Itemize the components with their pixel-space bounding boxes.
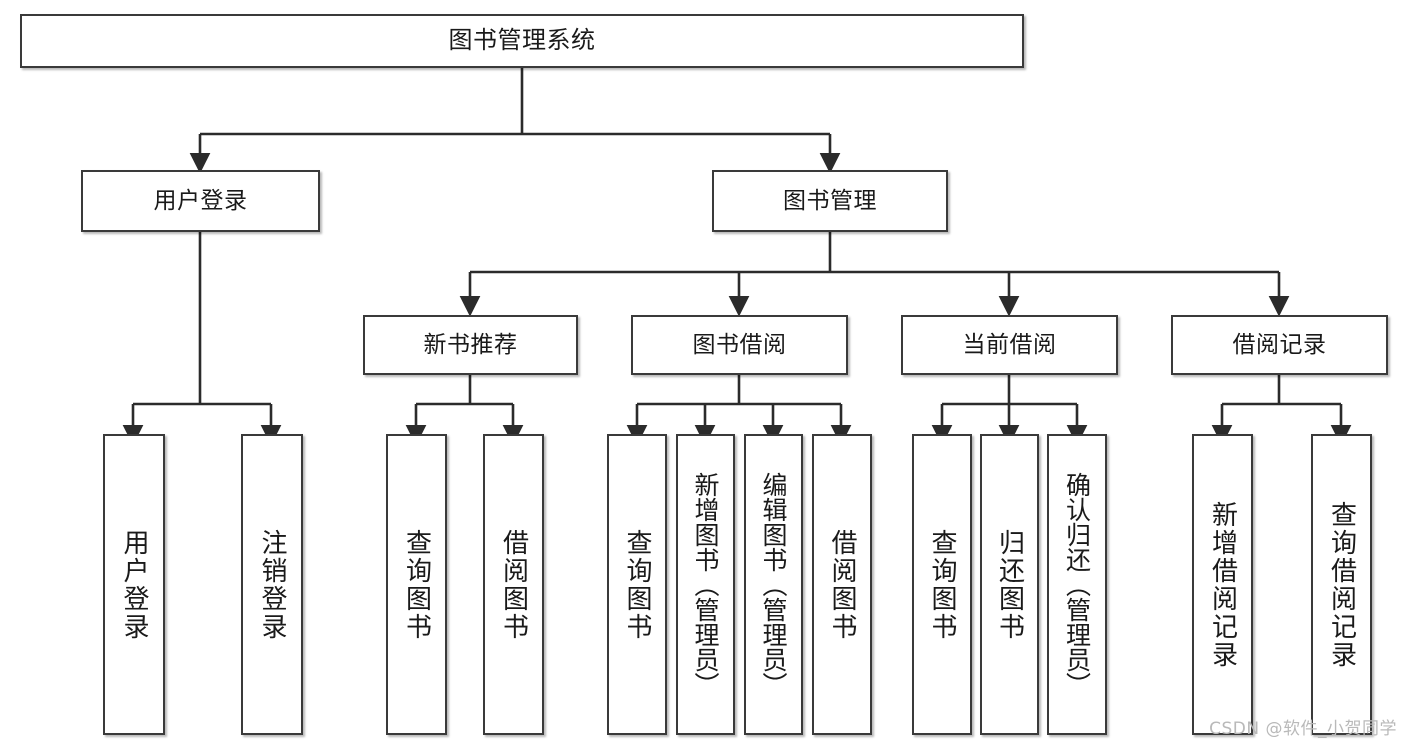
leaf-current-borrow-return-book[interactable]: 归还图书 <box>980 434 1039 735</box>
node-label: 查询图书 <box>622 528 652 641</box>
watermark-text: CSDN @软件_小贺同学 <box>1209 719 1397 739</box>
leaf-current-borrow-confirm-return-admin[interactable]: 确认归还（管理员） <box>1047 434 1107 735</box>
leaf-user-login-logout[interactable]: 注销登录 <box>241 434 303 735</box>
node-label: 借阅图书 <box>827 528 857 641</box>
leaf-book-borrow-edit-book-admin[interactable]: 编辑图书（管理员） <box>744 434 803 735</box>
node-label: 归还图书 <box>994 528 1025 641</box>
leaf-book-borrow-borrow-book[interactable]: 借阅图书 <box>812 434 872 735</box>
node-label: 借阅记录 <box>1232 331 1327 358</box>
node-book-management[interactable]: 图书管理 <box>712 170 948 232</box>
node-label: 当前借阅 <box>962 331 1057 358</box>
leaf-borrow-record-query-record[interactable]: 查询借阅记录 <box>1311 434 1372 735</box>
node-label: 图书管理 <box>783 187 877 214</box>
node-label: 新增图书（管理员） <box>691 472 720 697</box>
node-label: 用户登录 <box>153 187 248 214</box>
node-label: 确认归还（管理员） <box>1062 472 1092 697</box>
leaf-book-borrow-query-book[interactable]: 查询图书 <box>607 434 667 735</box>
leaf-user-login-login[interactable]: 用户登录 <box>103 434 165 735</box>
node-borrow-record[interactable]: 借阅记录 <box>1171 315 1388 375</box>
node-label: 注销登录 <box>257 528 287 641</box>
leaf-borrow-record-add-record[interactable]: 新增借阅记录 <box>1192 434 1253 735</box>
node-new-book-recommendation[interactable]: 新书推荐 <box>363 315 578 375</box>
leaf-current-borrow-query-book[interactable]: 查询图书 <box>912 434 972 735</box>
node-label: 新增借阅记录 <box>1207 500 1238 669</box>
node-label: 查询图书 <box>401 528 432 641</box>
leaf-new-book-borrow-book[interactable]: 借阅图书 <box>483 434 544 735</box>
node-label: 新书推荐 <box>423 331 518 358</box>
node-user-login[interactable]: 用户登录 <box>81 170 320 232</box>
node-current-borrow[interactable]: 当前借阅 <box>901 315 1118 375</box>
node-book-borrow[interactable]: 图书借阅 <box>631 315 848 375</box>
node-label: 查询借阅记录 <box>1326 500 1357 669</box>
node-label: 图书借阅 <box>692 331 787 358</box>
node-root-book-management-system[interactable]: 图书管理系统 <box>20 14 1024 68</box>
node-label: 图书管理系统 <box>448 26 596 55</box>
leaf-book-borrow-add-book-admin[interactable]: 新增图书（管理员） <box>676 434 735 735</box>
node-label: 用户登录 <box>119 528 149 641</box>
node-label: 借阅图书 <box>498 528 529 641</box>
leaf-new-book-query-book[interactable]: 查询图书 <box>386 434 447 735</box>
node-label: 编辑图书（管理员） <box>759 472 788 697</box>
node-label: 查询图书 <box>927 528 957 641</box>
